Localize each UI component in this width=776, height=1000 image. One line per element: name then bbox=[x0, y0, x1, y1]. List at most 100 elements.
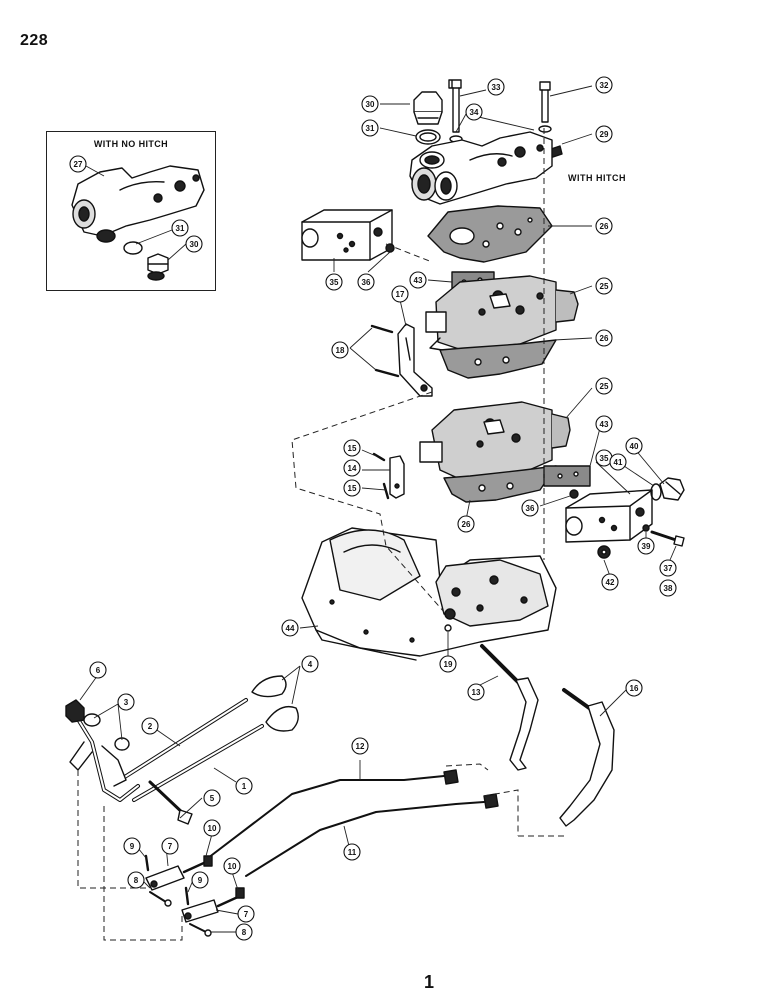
callout-c39: 39 bbox=[637, 537, 655, 555]
callout-number: 14 bbox=[348, 464, 357, 473]
callout-circle bbox=[625, 437, 643, 455]
page-number: 228 bbox=[20, 32, 49, 49]
callout-c29: 29 bbox=[595, 125, 613, 143]
callout-circle bbox=[237, 905, 255, 923]
callout-c32: 32 bbox=[595, 76, 613, 94]
washer-39-part bbox=[642, 524, 650, 532]
callout-c7b: 7 bbox=[237, 905, 255, 923]
callout-circle bbox=[595, 217, 613, 235]
callout-number: 34 bbox=[470, 108, 479, 117]
callout-c34: 34 bbox=[465, 103, 483, 121]
clevis-7-upper-part bbox=[145, 860, 208, 891]
callout-c42: 42 bbox=[601, 573, 619, 591]
callout-number: 39 bbox=[642, 542, 651, 551]
callout-circle bbox=[281, 619, 299, 637]
tube-11-part bbox=[245, 793, 499, 877]
callout-circle bbox=[89, 661, 107, 679]
callout-circle bbox=[235, 923, 253, 941]
callout-number: 9 bbox=[130, 842, 135, 851]
callout-c26b: 26 bbox=[595, 329, 613, 347]
callout-c40: 40 bbox=[625, 437, 643, 455]
callout-i31: 31 bbox=[171, 219, 189, 237]
callout-number: 13 bbox=[472, 688, 481, 697]
knob-4-upper-part bbox=[251, 675, 287, 698]
callout-circle bbox=[391, 285, 409, 303]
callout-circle bbox=[595, 415, 613, 433]
callout-number: 29 bbox=[600, 130, 609, 139]
plug-30-part bbox=[413, 91, 443, 125]
callout-circle bbox=[465, 103, 483, 121]
callout-circle bbox=[325, 273, 343, 291]
nut-10-upper-part bbox=[203, 855, 213, 867]
callout-c35b: 35 bbox=[595, 449, 613, 467]
bolt-5-part bbox=[148, 780, 193, 825]
callout-circle bbox=[659, 559, 677, 577]
callout-number: 44 bbox=[286, 624, 295, 633]
bolt-32-part bbox=[538, 81, 552, 133]
callout-circle bbox=[343, 459, 361, 477]
callout-circle bbox=[457, 515, 475, 533]
o-ring-31-part bbox=[415, 129, 441, 145]
callout-c9b: 9 bbox=[191, 871, 209, 889]
tube-12-part bbox=[207, 769, 459, 859]
callout-number: 36 bbox=[526, 504, 535, 513]
callout-number: 31 bbox=[366, 124, 375, 133]
callout-c25a: 25 bbox=[595, 277, 613, 295]
callout-number: 31 bbox=[176, 224, 185, 233]
callout-number: 30 bbox=[366, 100, 375, 109]
callout-c11: 11 bbox=[343, 843, 361, 861]
callout-c18: 18 bbox=[331, 341, 349, 359]
callout-number: 42 bbox=[606, 578, 615, 587]
callout-number: 5 bbox=[210, 794, 215, 803]
callout-circle bbox=[69, 155, 87, 173]
callout-circle bbox=[331, 341, 349, 359]
bolt-37-part bbox=[650, 530, 685, 547]
callout-circle bbox=[595, 277, 613, 295]
callout-number: 36 bbox=[362, 278, 371, 287]
callout-circle bbox=[343, 439, 361, 457]
callout-number: 38 bbox=[664, 584, 673, 593]
callout-circle bbox=[223, 857, 241, 875]
callout-circle bbox=[351, 737, 369, 755]
callout-circle bbox=[161, 837, 179, 855]
callout-number: 7 bbox=[168, 842, 173, 851]
footer-mark: 1 bbox=[424, 972, 435, 992]
hitch-housing-part bbox=[409, 131, 553, 205]
callout-c19: 19 bbox=[439, 655, 457, 673]
nut-10-lower-part bbox=[235, 887, 245, 899]
callout-number: 41 bbox=[614, 458, 623, 467]
callout-circle bbox=[171, 219, 189, 237]
callout-circle bbox=[127, 871, 145, 889]
callout-c10a: 10 bbox=[203, 819, 221, 837]
callout-circle bbox=[601, 573, 619, 591]
callout-circle bbox=[361, 95, 379, 113]
callout-circle bbox=[487, 78, 505, 96]
callout-number: 17 bbox=[396, 290, 405, 299]
pin-18-upper-part bbox=[370, 324, 394, 334]
callout-circle bbox=[343, 843, 361, 861]
callout-number: 16 bbox=[630, 684, 639, 693]
with-hitch-label: WITH HITCH bbox=[568, 173, 626, 183]
callout-number: 3 bbox=[124, 698, 129, 707]
callout-c35a: 35 bbox=[325, 273, 343, 291]
callout-number: 10 bbox=[228, 862, 237, 871]
o-ring-41-part bbox=[650, 483, 662, 501]
callout-number: 33 bbox=[492, 83, 501, 92]
pin-9-lower-part bbox=[184, 886, 190, 906]
pin-8-upper-part bbox=[149, 891, 172, 907]
callout-number: 26 bbox=[600, 334, 609, 343]
valve-section-25-lower-part bbox=[419, 401, 571, 481]
pin-15-upper-part bbox=[372, 452, 386, 462]
callout-number: 26 bbox=[462, 520, 471, 529]
clevis-7-lower-part bbox=[181, 894, 242, 923]
callout-c9a: 9 bbox=[123, 837, 141, 855]
callout-c7a: 7 bbox=[161, 837, 179, 855]
callout-c26a: 26 bbox=[595, 217, 613, 235]
callout-c8a: 8 bbox=[127, 871, 145, 889]
callout-number: 9 bbox=[198, 876, 203, 885]
callout-number: 37 bbox=[664, 564, 673, 573]
callout-c30: 30 bbox=[361, 95, 379, 113]
rod-2-part bbox=[118, 698, 248, 782]
callout-c31: 31 bbox=[361, 119, 379, 137]
callout-number: 12 bbox=[356, 742, 365, 751]
